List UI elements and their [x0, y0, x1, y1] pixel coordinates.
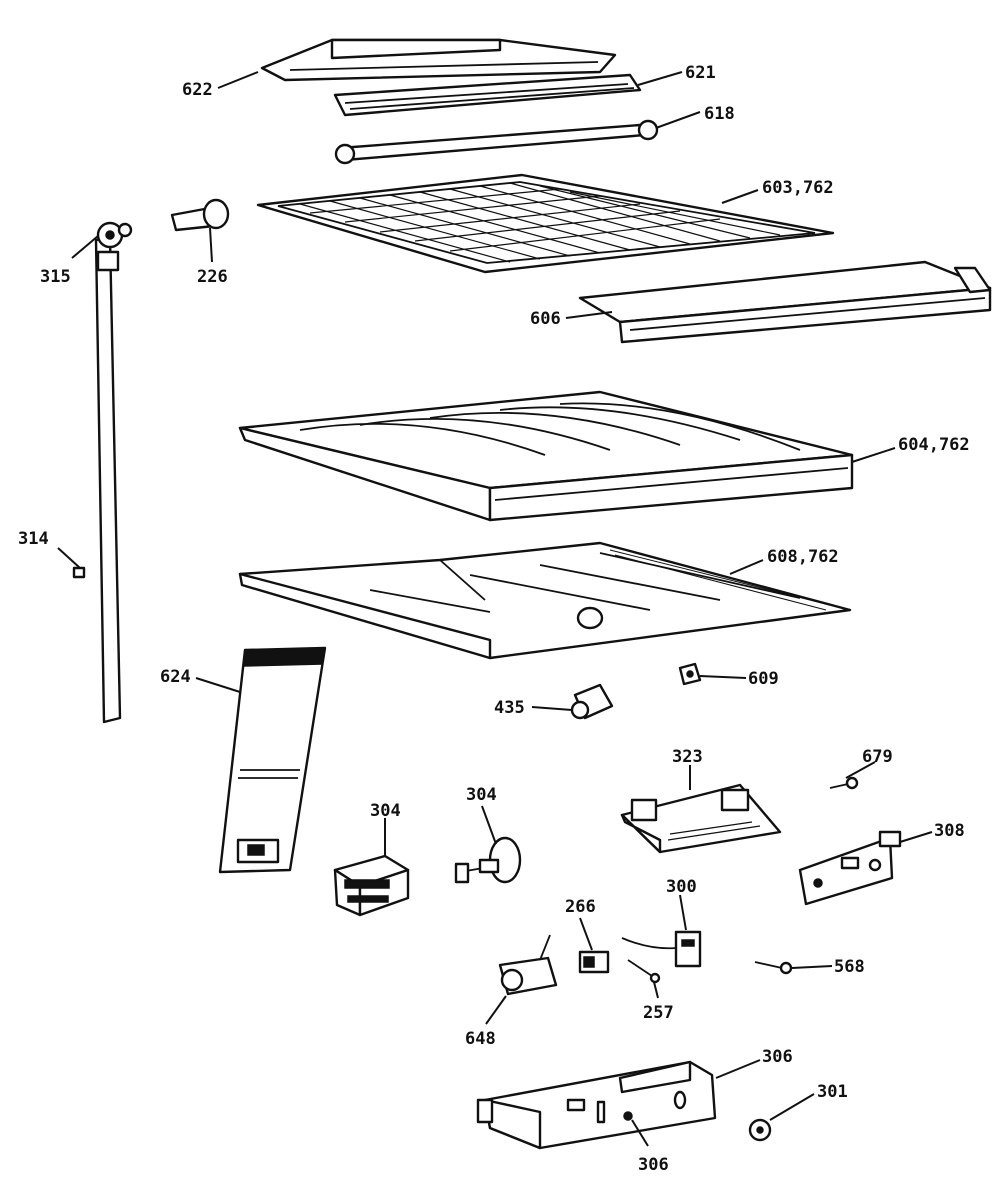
label-622: 622	[182, 80, 213, 100]
part-618-rod	[334, 119, 659, 165]
part-306-bottom-bracket	[476, 1060, 717, 1150]
part-314-clip	[72, 566, 86, 579]
label-608: 608,762	[767, 547, 839, 567]
leader-603	[721, 189, 759, 204]
leader-648	[485, 995, 507, 1025]
leader-308	[899, 831, 933, 843]
label-315: 315	[40, 267, 71, 287]
label-604: 604,762	[898, 435, 970, 455]
part-609-fitting	[678, 662, 702, 686]
part-622-cover	[260, 38, 617, 82]
label-300: 300	[666, 877, 697, 897]
leader-606	[565, 311, 613, 319]
part-604-shelf	[238, 390, 854, 522]
leader-306a	[715, 1059, 761, 1079]
leader-568	[791, 965, 833, 969]
label-606: 606	[530, 309, 561, 329]
label-306a: 306	[762, 1047, 793, 1067]
leader-621	[637, 71, 683, 86]
label-266: 266	[565, 897, 596, 917]
label-621: 621	[685, 63, 716, 83]
part-606-drawer-front	[578, 260, 992, 344]
label-618: 618	[704, 104, 735, 124]
part-304-thermostat	[454, 836, 522, 884]
leader-622	[217, 71, 259, 89]
leader-304b	[481, 805, 497, 845]
part-568-screw	[754, 961, 793, 975]
part-603-wire-shelf	[256, 173, 835, 274]
part-679-screw	[829, 776, 859, 790]
leader-315	[71, 235, 99, 259]
label-679: 679	[862, 747, 893, 767]
label-648: 648	[465, 1029, 496, 1049]
label-304a: 304	[370, 801, 401, 821]
leader-301	[769, 1093, 815, 1121]
part-257-screw	[627, 959, 661, 984]
label-435: 435	[494, 698, 525, 718]
label-304b: 304	[466, 785, 497, 805]
part-608-pan	[238, 541, 852, 660]
part-308-bracket	[798, 830, 902, 906]
part-304-box	[333, 854, 410, 917]
leader-604	[851, 447, 896, 463]
label-314: 314	[18, 529, 49, 549]
part-435-damper	[570, 683, 614, 720]
part-301-knob	[748, 1118, 772, 1142]
leader-306b	[631, 1119, 649, 1147]
leader-609	[699, 675, 747, 679]
part-323-control-housing	[620, 783, 782, 854]
label-568: 568	[834, 957, 865, 977]
leader-435	[531, 706, 573, 711]
label-609: 609	[748, 669, 779, 689]
label-603: 603,762	[762, 178, 834, 198]
part-266-clamp	[578, 950, 610, 974]
part-300-switch	[621, 930, 702, 968]
part-648-motor	[498, 934, 558, 996]
leader-618	[655, 111, 701, 129]
label-301: 301	[817, 1082, 848, 1102]
part-621-rail	[333, 73, 642, 117]
leader-314	[57, 547, 81, 569]
part-315-hinge-bar	[94, 221, 133, 724]
leader-608	[729, 559, 764, 575]
leader-266	[579, 917, 593, 951]
leader-226	[209, 227, 213, 263]
label-624: 624	[160, 667, 191, 687]
part-624-duct	[218, 646, 327, 874]
label-308: 308	[934, 821, 965, 841]
label-323: 323	[672, 747, 703, 767]
leader-624	[195, 677, 241, 693]
label-226: 226	[197, 267, 228, 287]
label-257: 257	[643, 1003, 674, 1023]
leader-679	[845, 761, 876, 779]
label-306b: 306	[638, 1155, 669, 1175]
leader-300	[679, 894, 687, 931]
leader-257	[653, 981, 659, 999]
part-226-knob	[170, 198, 230, 232]
